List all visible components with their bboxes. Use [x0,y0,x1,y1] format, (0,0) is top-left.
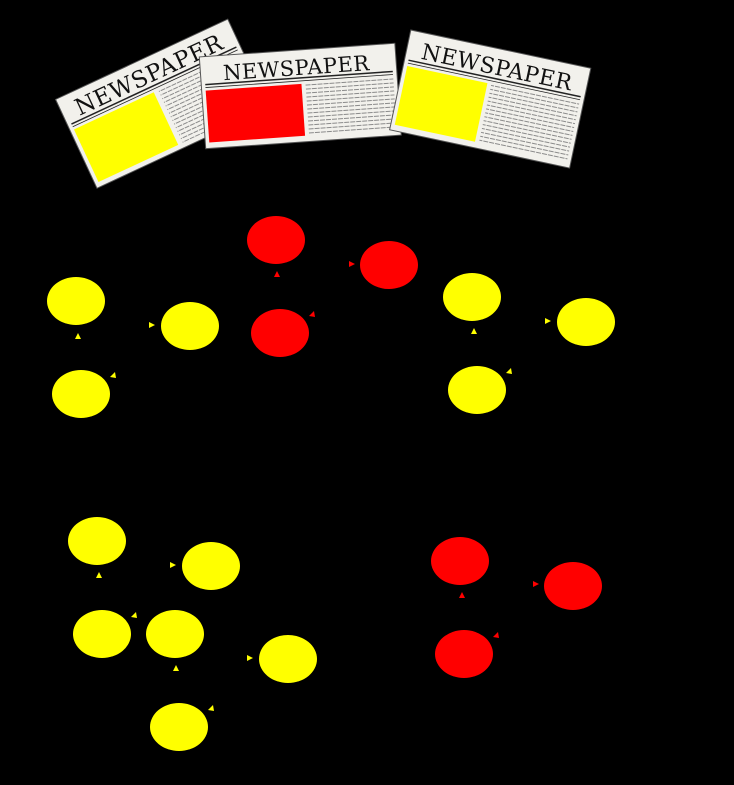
node [150,703,208,751]
newspaper-photo [73,92,179,183]
cluster-yellow-top-left [47,277,219,418]
arrowhead [173,665,179,671]
node [251,309,309,357]
arrowhead [170,562,176,568]
arrowhead [506,368,512,374]
newspaper-photo [205,83,306,143]
node [161,302,219,350]
cluster-red-bottom-right [431,537,602,678]
arrowhead [545,318,551,324]
newspaper-center: NEWSPAPER [198,42,402,150]
arrowhead [75,333,81,339]
node [448,366,506,414]
arrowhead [110,372,116,378]
node [68,517,126,565]
node [146,610,204,658]
arrowhead [247,655,253,661]
node [557,298,615,346]
arrowhead [459,592,465,598]
newspaper-photo [394,66,488,142]
arrowhead [208,705,214,711]
node [259,635,317,683]
arrowhead [149,322,155,328]
node [431,537,489,585]
arrowhead [533,581,539,587]
newspaper-right: NEWSPAPER [389,29,592,169]
node [47,277,105,325]
node [182,542,240,590]
arrowhead [96,572,102,578]
cluster-red-top-middle [247,216,418,357]
arrowhead [493,632,499,638]
arrowhead [131,612,137,618]
node [435,630,493,678]
cluster-yellow-bottom-left [68,517,317,751]
arrowhead [471,328,477,334]
node [73,610,131,658]
node [360,241,418,289]
arrowhead [349,261,355,267]
arrowhead [309,311,315,317]
cluster-yellow-top-right [443,273,615,414]
node [443,273,501,321]
arrowhead [274,271,280,277]
node [544,562,602,610]
node [52,370,110,418]
node [247,216,305,264]
